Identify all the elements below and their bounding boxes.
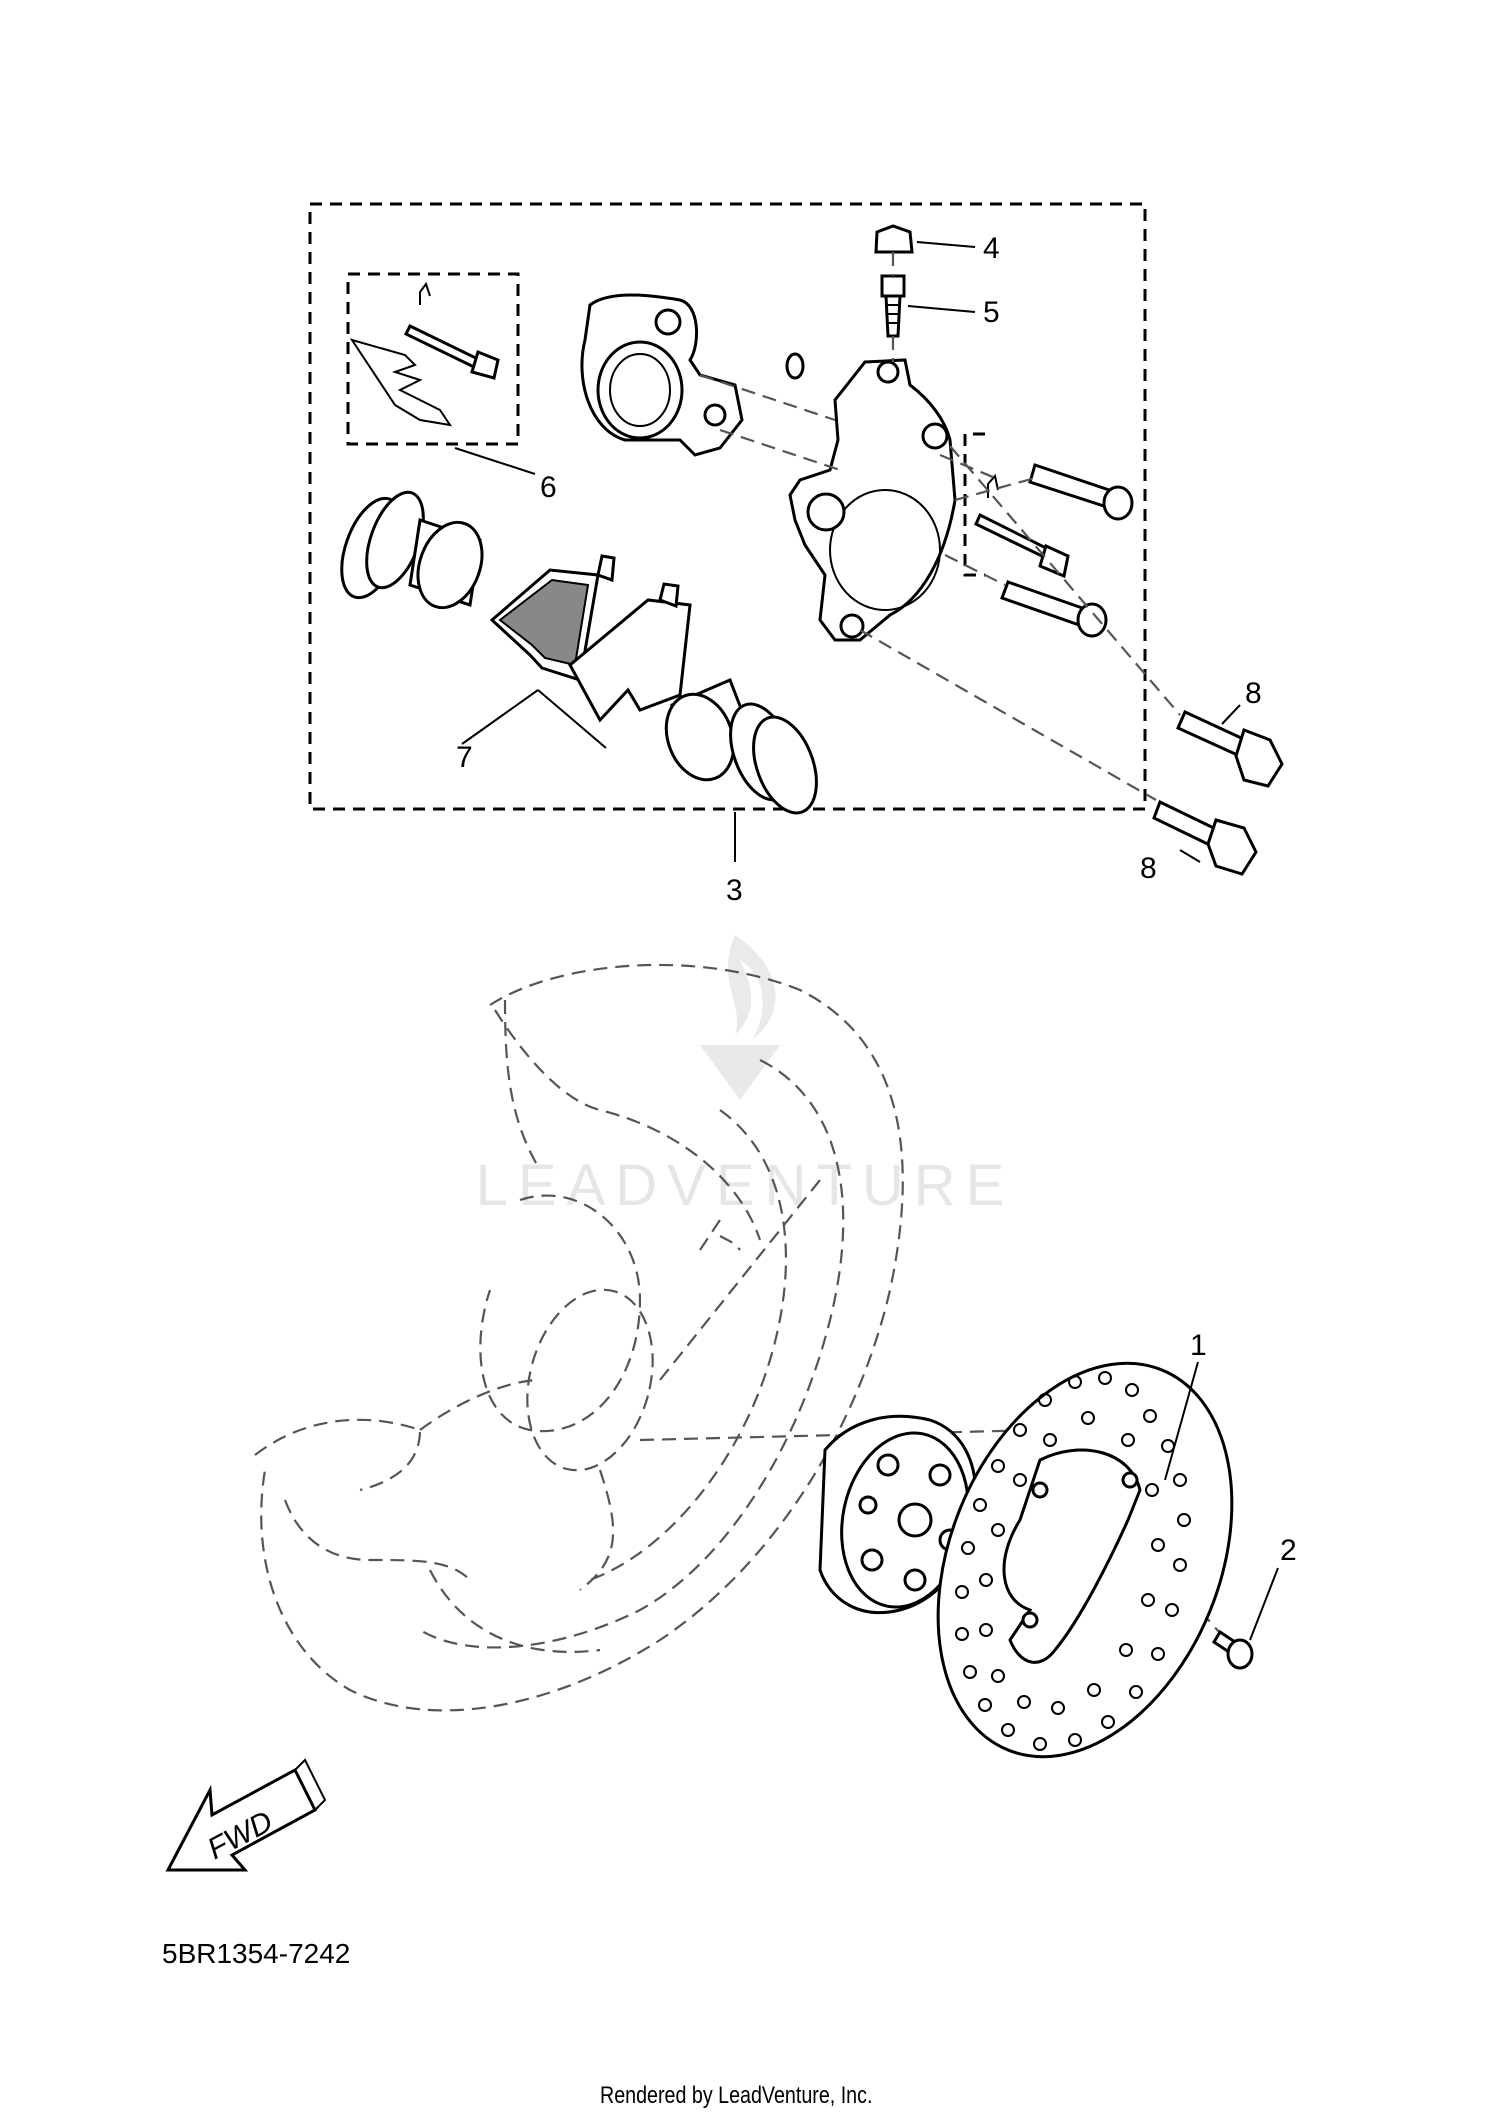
clip-icon-2 (987, 473, 999, 498)
part-code: 5BR1354-7242 (162, 1938, 351, 1969)
callout-leaders (454, 241, 1279, 1641)
alignment-lines (699, 252, 1181, 801)
brake-pad-front (489, 554, 616, 682)
callout-8-lower: 8 (1140, 852, 1157, 885)
piston-seals-right (729, 702, 818, 815)
piston-left (408, 518, 484, 610)
pad-spring (349, 338, 453, 427)
caliper-bolt-lower (1000, 580, 1108, 638)
caliper-bolt-upper (1028, 463, 1134, 521)
bleed-cap (874, 224, 914, 254)
piston-seals-left (340, 490, 425, 600)
bolt-sub-box (963, 432, 985, 577)
callout-5: 5 (983, 296, 1000, 329)
callout-1: 1 (1190, 1329, 1207, 1362)
small-o-ring (785, 352, 805, 380)
brake-pad-rear (568, 582, 692, 723)
render-credit: Rendered by LeadVenture, Inc. (600, 2082, 873, 2109)
caliper-pin-bolt (974, 512, 1070, 579)
disc-holes (955, 1371, 1191, 1751)
pad-pin (403, 324, 500, 380)
mounting-bolt-upper (1176, 709, 1284, 788)
wheel-hub (818, 1414, 978, 1615)
callout-3: 3 (726, 874, 743, 907)
callout-7: 7 (456, 741, 473, 774)
leadventure-watermark: LEADVENTURE (476, 935, 1015, 1218)
callout-4: 4 (983, 232, 1000, 265)
fwd-arrow-icon: FWD (165, 1758, 327, 1872)
callout-8-upper: 8 (1245, 677, 1262, 710)
brake-disc (936, 1361, 1234, 1759)
wheel-outline (254, 963, 904, 1712)
callout-6: 6 (540, 471, 557, 504)
caliper-bracket (580, 293, 744, 457)
disc-bolt (1211, 1629, 1254, 1670)
clip-icon (419, 281, 431, 305)
caliper-body (788, 358, 957, 642)
mounting-bolt-lower (1152, 799, 1258, 876)
bleed-screw (880, 274, 906, 338)
pad-pin-kit-box (346, 272, 520, 446)
watermark-text: LEADVENTURE (476, 1153, 1015, 1218)
callout-2: 2 (1280, 1534, 1297, 1567)
